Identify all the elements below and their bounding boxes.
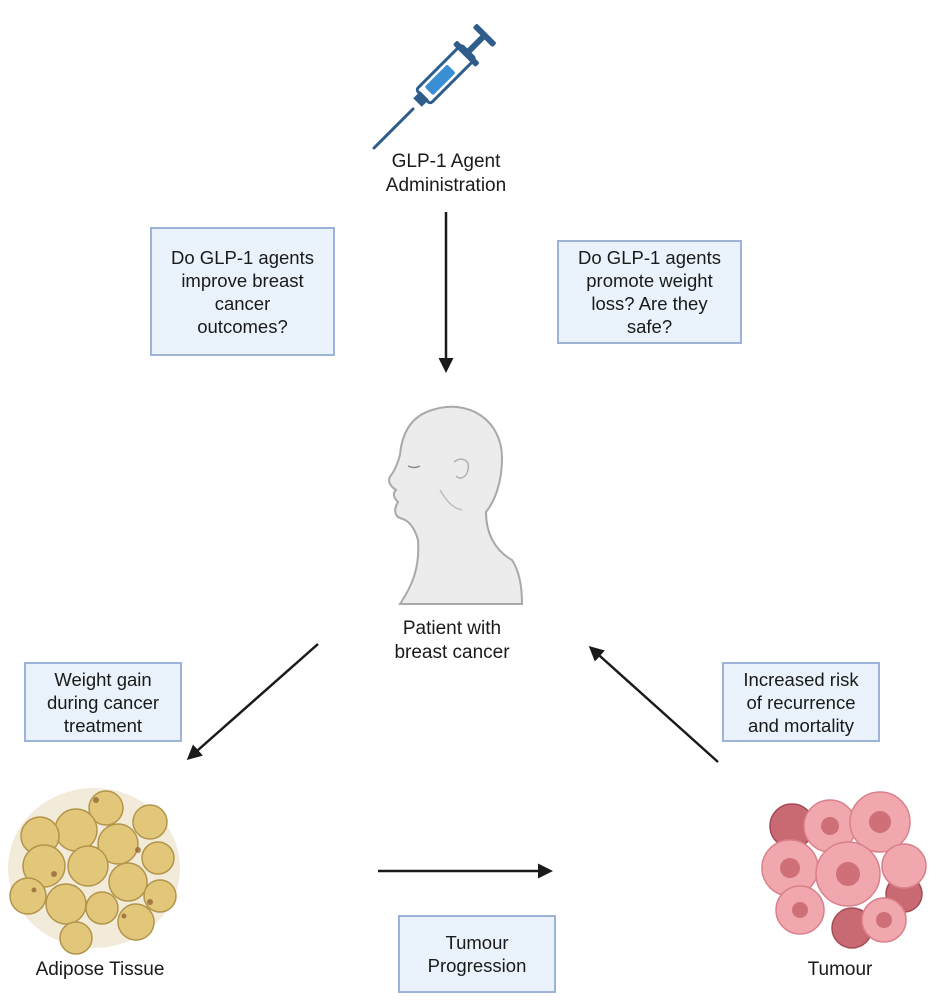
question-outcomes-box: Do GLP-1 agents improve breast cancer ou… xyxy=(150,227,335,356)
arrow-tumour-to-patient xyxy=(588,645,719,763)
patient-head-icon xyxy=(388,405,524,605)
adipose-label: Adipose Tissue xyxy=(35,959,165,980)
tumour-progression-text: Tumour Progression xyxy=(427,932,527,976)
agent-label: GLP-1 Agent Administration xyxy=(385,151,507,196)
tumour-progression-box: Tumour Progression xyxy=(398,915,556,993)
weight-gain-box: Weight gain during cancer treatment xyxy=(24,662,182,742)
syringe-icon xyxy=(372,24,496,150)
question-weight-safety-text: Do GLP-1 agents promote weight loss? Are… xyxy=(578,247,721,337)
question-weight-safety-box: Do GLP-1 agents promote weight loss? Are… xyxy=(557,240,742,344)
patient-label: Patient with breast cancer xyxy=(394,618,510,663)
recurrence-risk-box: Increased risk of recurrence and mortali… xyxy=(722,662,880,742)
arrow-patient-to-adipose xyxy=(186,643,319,760)
weight-gain-text: Weight gain during cancer treatment xyxy=(46,668,160,736)
question-outcomes-text: Do GLP-1 agents improve breast cancer ou… xyxy=(171,246,314,337)
tumour-icon xyxy=(761,791,927,949)
tumour-label: Tumour xyxy=(807,959,873,980)
adipose-tissue-icon xyxy=(8,788,180,955)
recurrence-risk-text: Increased risk of recurrence and mortali… xyxy=(743,668,859,736)
